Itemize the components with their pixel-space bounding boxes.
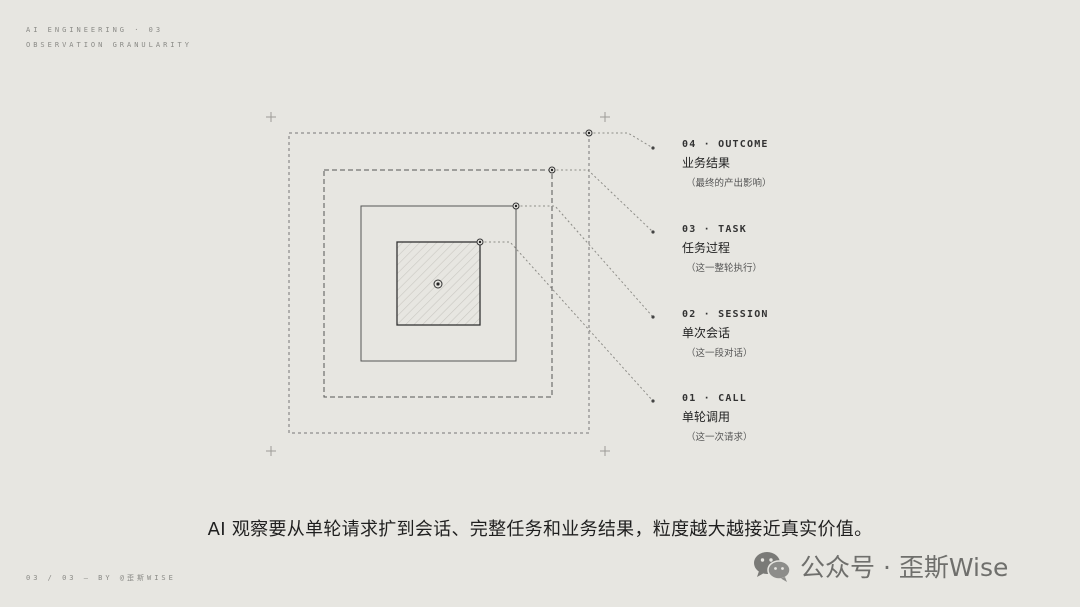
frame-session [360,205,517,362]
level-label-outcome: 04 · OUTCOME 业务结果 （最终的产出影响） [682,139,772,189]
level-subtitle: （这一整轮执行） [686,263,763,274]
level-code: 02 · SESSION [682,309,769,320]
frame-task [323,169,553,398]
wechat-icon [754,552,791,582]
level-subtitle: （这一段对话） [686,348,753,359]
level-label-session: 02 · SESSION 单次会话 （这一段对话） [682,309,769,359]
level-label-call: 01 · CALL 单轮调用 （这一次请求） [682,393,753,443]
level-title: 任务过程 [682,241,731,255]
level-subtitle: （这一次请求） [686,432,753,443]
level-title: 业务结果 [682,156,731,170]
header-series-label: AI ENGINEERING · 03 [26,26,164,34]
level-title: 单次会话 [682,326,731,340]
level-title: 单轮调用 [682,410,731,424]
footer-page-label: 03 / 03 — BY @歪斯WISE [26,574,176,582]
caption-text: AI 观察要从单轮请求扩到会话、完整任务和业务结果，粒度越大越接近真实价值。 [207,519,873,540]
center-dot-core [436,282,440,286]
level-code: 04 · OUTCOME [682,139,769,150]
leader-lines [480,132,654,402]
watermark: 公众号 · 歪斯Wise [752,548,1008,584]
frame-outcome [288,132,590,434]
level-code: 01 · CALL [682,393,747,404]
center-dot [433,279,443,289]
level-label-task: 03 · TASK 任务过程 （这一整轮执行） [682,224,762,274]
crosshair-marks [266,112,610,456]
header-topic-label: OBSERVATION GRANULARITY [26,41,192,49]
label-dots [651,146,655,403]
level-code: 03 · TASK [682,224,747,235]
watermark-text: 公众号 · 歪斯Wise [800,553,1009,582]
anchor-markers [476,129,593,246]
level-subtitle: （最终的产出影响） [686,178,772,189]
